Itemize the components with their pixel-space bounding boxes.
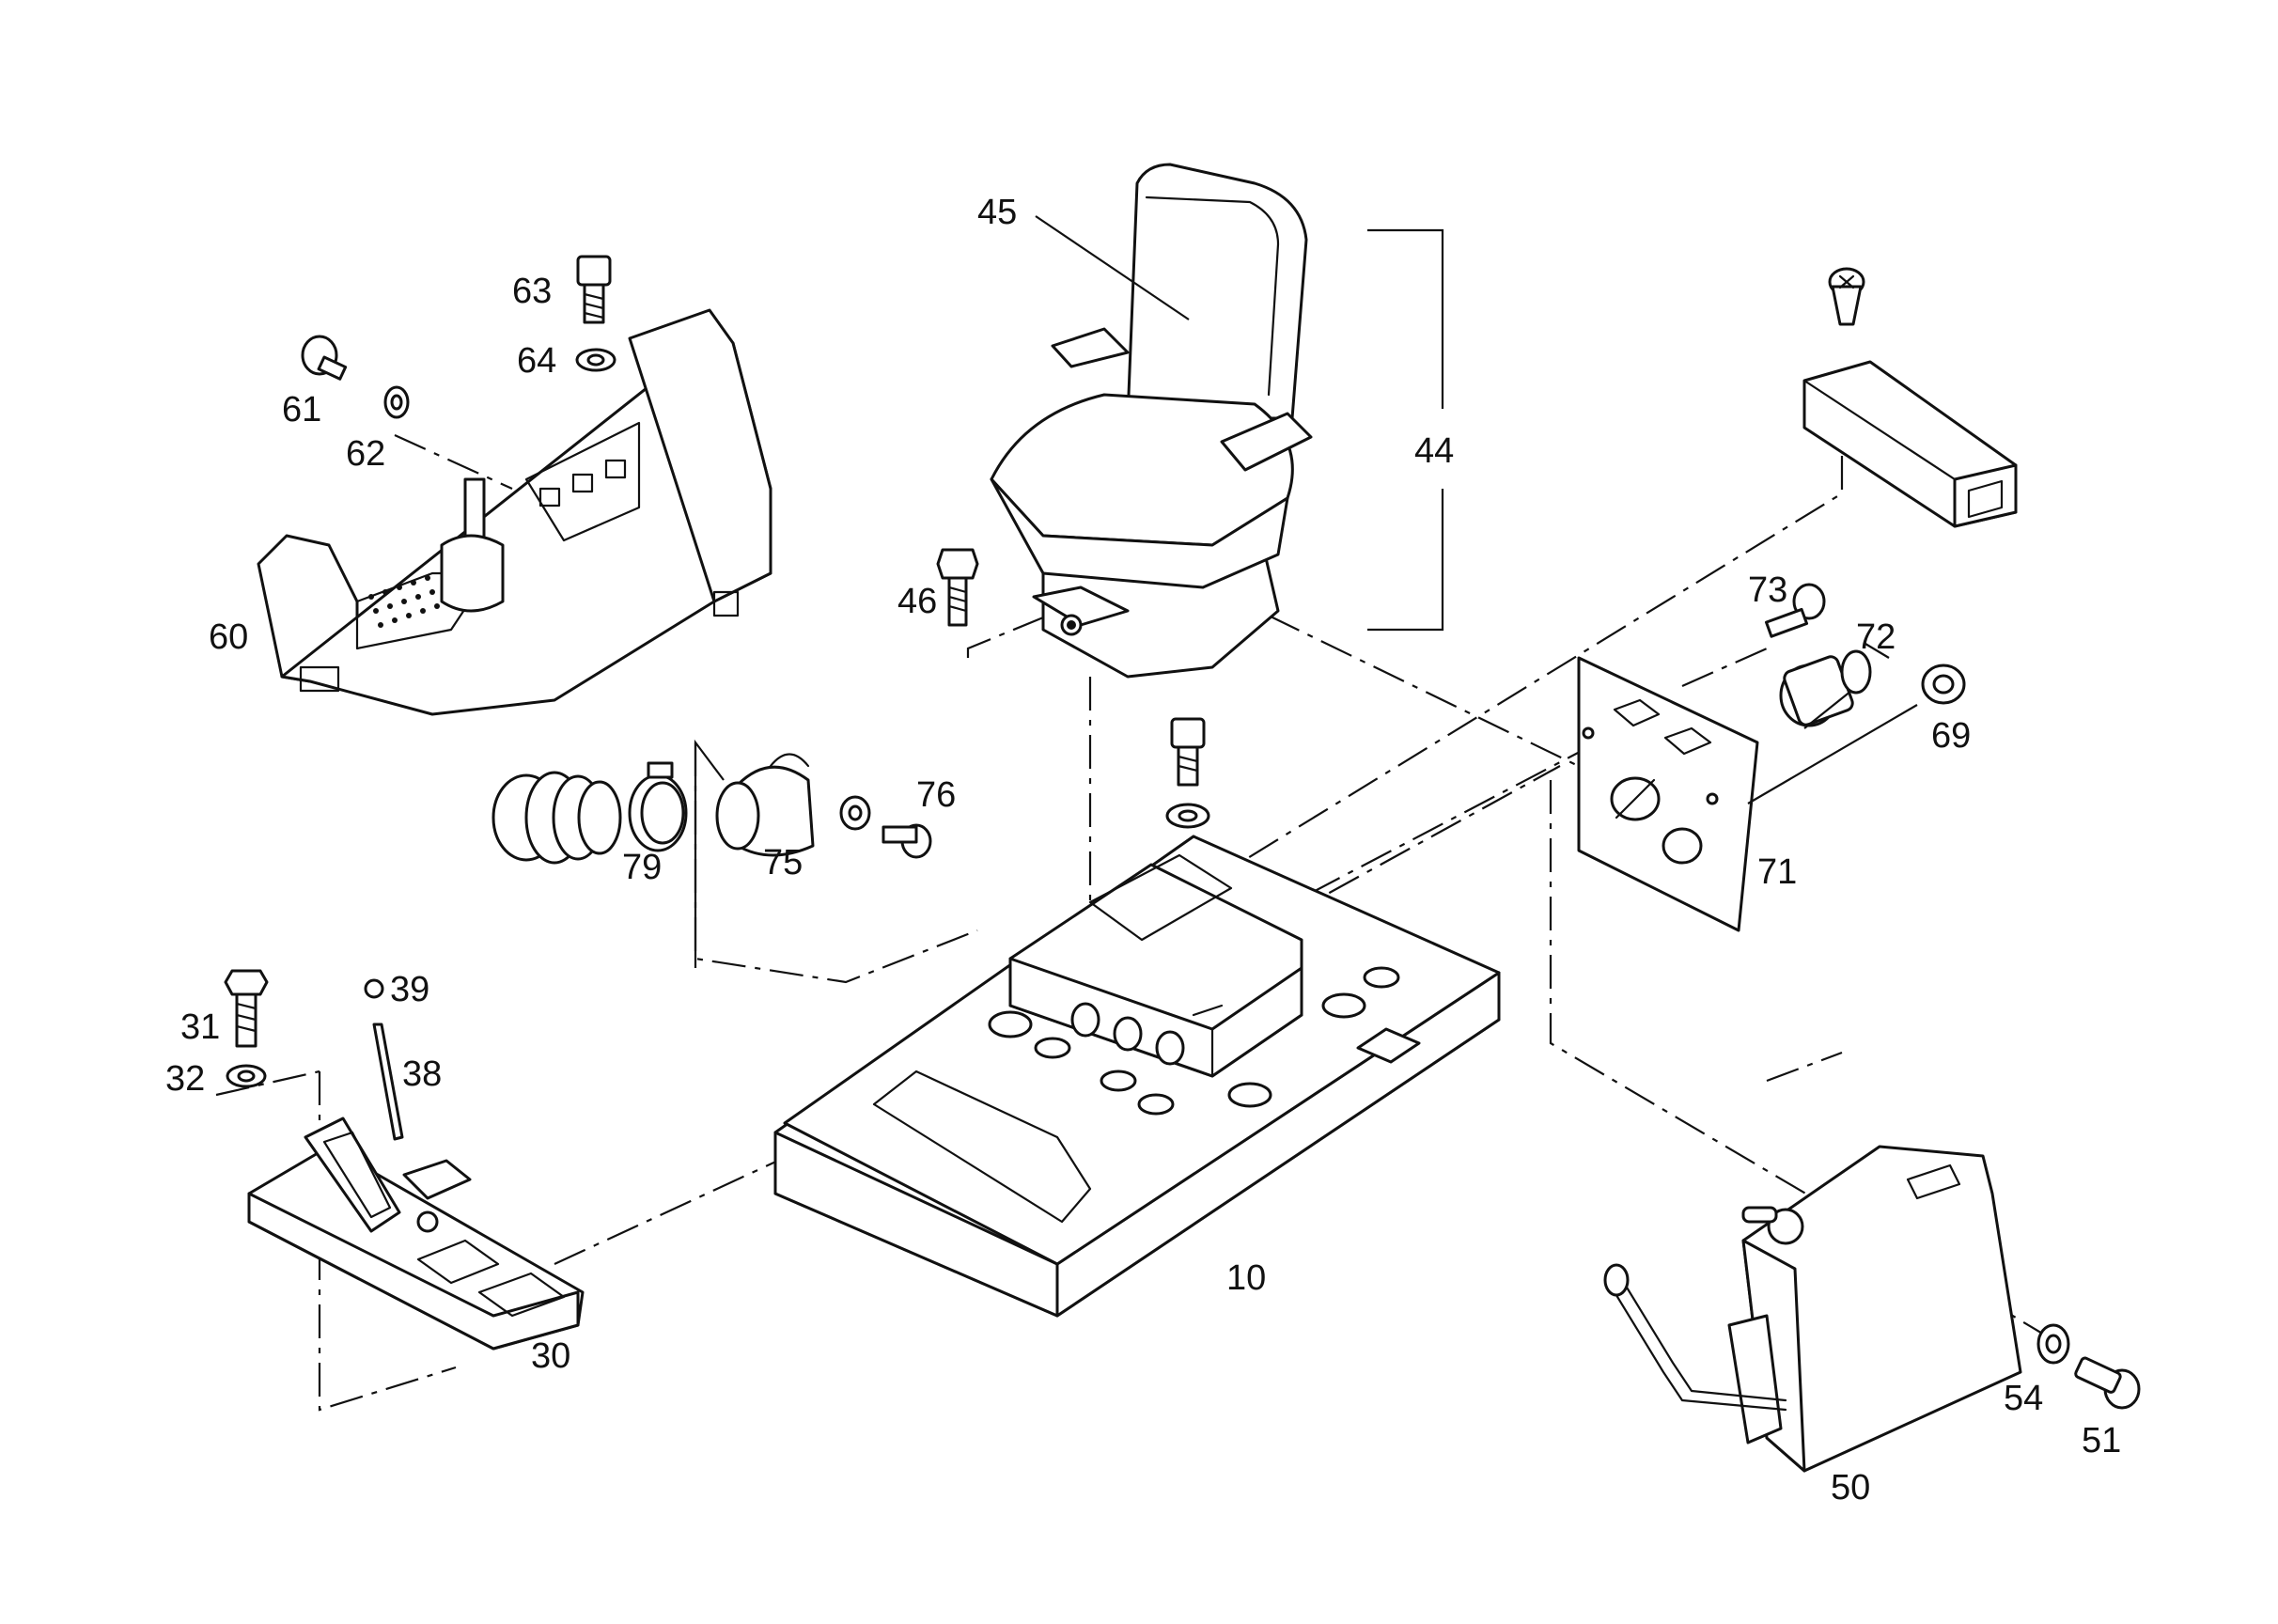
label-64: 64: [517, 341, 556, 381]
screw-top-right: [1828, 267, 1865, 326]
lever-50: [1603, 1263, 1787, 1412]
label-50: 50: [1831, 1468, 1870, 1507]
console-keypad: [368, 575, 440, 628]
label-72: 72: [1856, 617, 1896, 657]
part-labels: 10 30 31 32 38 39 44 45 46 50 51 54 60 6…: [165, 193, 2121, 1507]
label-76: 76: [916, 775, 956, 815]
bolt-63: [576, 255, 612, 324]
label-32: 32: [165, 1059, 205, 1099]
label-60: 60: [209, 617, 248, 657]
label-38: 38: [402, 1054, 442, 1094]
label-69: 69: [1931, 716, 1971, 756]
bolt-center: [1170, 717, 1206, 787]
label-75: 75: [763, 843, 803, 882]
label-44: 44: [1414, 431, 1454, 471]
battery-box: [1727, 1145, 2022, 1473]
label-79: 79: [622, 848, 662, 887]
washer-62: [383, 385, 410, 419]
label-61: 61: [282, 390, 321, 429]
washer-32: [226, 1064, 267, 1088]
screw-76: [882, 823, 932, 859]
label-46: 46: [897, 582, 937, 621]
label-leaders: [1035, 215, 1918, 804]
bracket-left-group: [694, 739, 725, 968]
washer-64: [575, 348, 616, 372]
bellows-boot: [491, 771, 622, 865]
ball-39: [364, 978, 384, 999]
clamp-ring-79: [628, 761, 688, 852]
label-71: 71: [1757, 852, 1797, 892]
seat-bracket-44: [1367, 228, 1444, 632]
label-31: 31: [180, 1007, 220, 1047]
label-51: 51: [2082, 1421, 2121, 1460]
label-10: 10: [1226, 1258, 1266, 1298]
sleeve-75: [715, 753, 815, 857]
label-45: 45: [977, 193, 1017, 232]
left-console: [257, 308, 772, 716]
switch-panel: [1577, 656, 1759, 932]
base-plate: [773, 835, 1501, 1318]
label-62: 62: [346, 434, 385, 474]
washer-54: [2036, 1323, 2070, 1365]
pedal-plate: [247, 1116, 585, 1351]
connector-72: [1779, 649, 1872, 727]
bolt-46: [936, 548, 979, 627]
assembly-lines: [215, 433, 2045, 1412]
label-54: 54: [2004, 1379, 2043, 1418]
seat-assembly: [990, 163, 1313, 679]
label-30: 30: [531, 1336, 570, 1376]
bolt-31: [224, 969, 269, 1048]
washer-center: [1165, 803, 1210, 829]
label-73: 73: [1748, 570, 1787, 610]
label-39: 39: [390, 970, 429, 1009]
washer-left-group: [839, 795, 871, 831]
screw-51: [2074, 1356, 2141, 1410]
screw-73: [1764, 583, 1826, 638]
grommet-69: [1921, 664, 1966, 705]
spacer-tube: [1802, 360, 2018, 528]
rod-38: [372, 1023, 404, 1141]
label-63: 63: [512, 272, 552, 311]
screw-61: [301, 335, 348, 381]
